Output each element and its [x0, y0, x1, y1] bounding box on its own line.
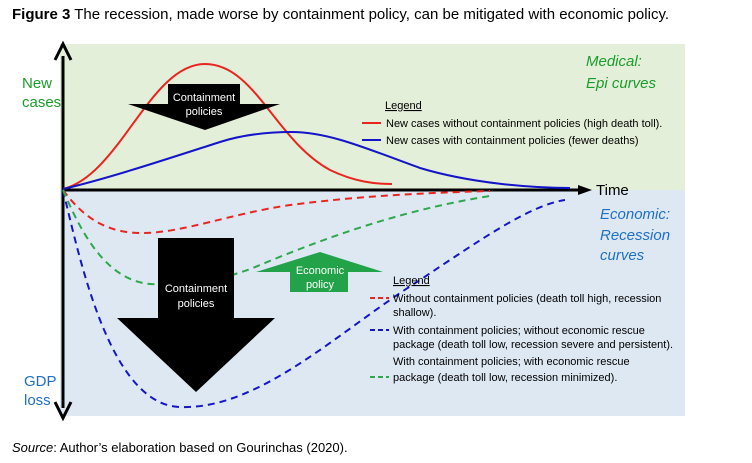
economic-zone-title-line1: Economic:: [600, 206, 670, 223]
legend-bottom-item-2-line1: With containment policies; without econo…: [393, 325, 645, 337]
medical-zone-title-line2: Epi curves: [586, 75, 657, 92]
economic-zone-title-line3: curves: [600, 247, 645, 264]
y-label-cases: cases: [22, 94, 61, 111]
containment-policies-top-arrow: [128, 84, 280, 130]
legend-bottom-item-2-line2: package (death toll low, recession sever…: [393, 339, 673, 351]
vertical-axis-top-arrowhead: [53, 40, 73, 61]
economic-policy-label-line2: policy: [306, 279, 335, 291]
economic-policy-arrow: [290, 272, 348, 292]
containment-bottom-label-line1: Containment: [165, 283, 227, 295]
containment-bottom-label-line2: policies: [178, 298, 215, 310]
containment-top-label-line1: Containment: [173, 92, 235, 104]
source-text: : Author’s elaboration based on Gourinch…: [53, 440, 348, 455]
recession-curve-without-containment: [62, 189, 491, 235]
recession-curve-containment-no-rescue: [62, 189, 566, 409]
legend-top-item-2: New cases with containment policies (few…: [386, 135, 639, 147]
legend-top-heading: Legend: [385, 100, 422, 112]
epi-curve-without-containment: [62, 62, 393, 190]
y-label-gdp: GDP: [24, 373, 57, 390]
figure-title: Figure 3 The recession, made worse by co…: [12, 6, 669, 23]
figure-caption: The recession, made worse by containment…: [74, 6, 669, 23]
y-label-loss: loss: [24, 392, 51, 409]
economic-policy-arrow-head: [256, 252, 383, 272]
medical-zone: [60, 44, 685, 190]
time-axis-arrowhead: [578, 185, 592, 195]
figure-label: Figure 3: [12, 6, 71, 23]
source-note: Source: Author’s elaboration based on Go…: [12, 440, 348, 455]
time-axis-label: Time: [596, 182, 629, 199]
legend-top-item-1: New cases without containment policies (…: [386, 118, 662, 130]
source-label: Source: [12, 440, 54, 455]
epi-curve-with-containment: [62, 130, 571, 190]
economic-policy-label-line1: Economic: [296, 265, 345, 277]
legend-bottom-item-3-line1: With containment policies; with economic…: [393, 356, 630, 368]
vertical-axis-bottom-arrowhead: [53, 401, 73, 422]
y-label-new: New: [22, 75, 52, 92]
legend-bottom-item-1-line1: Without containment policies (death toll…: [393, 293, 661, 305]
containment-policies-bottom-arrow: [117, 238, 275, 392]
legend-bottom-item-3-line2: package (death toll low, recession minim…: [393, 372, 617, 384]
medical-zone-title-line1: Medical:: [586, 53, 642, 70]
economic-zone-title-line2: Recession: [600, 227, 670, 244]
legend-bottom-item-1-line2: shallow).: [393, 307, 436, 319]
containment-top-label-line2: policies: [186, 106, 223, 118]
legend-bottom-heading: Legend: [393, 275, 430, 287]
